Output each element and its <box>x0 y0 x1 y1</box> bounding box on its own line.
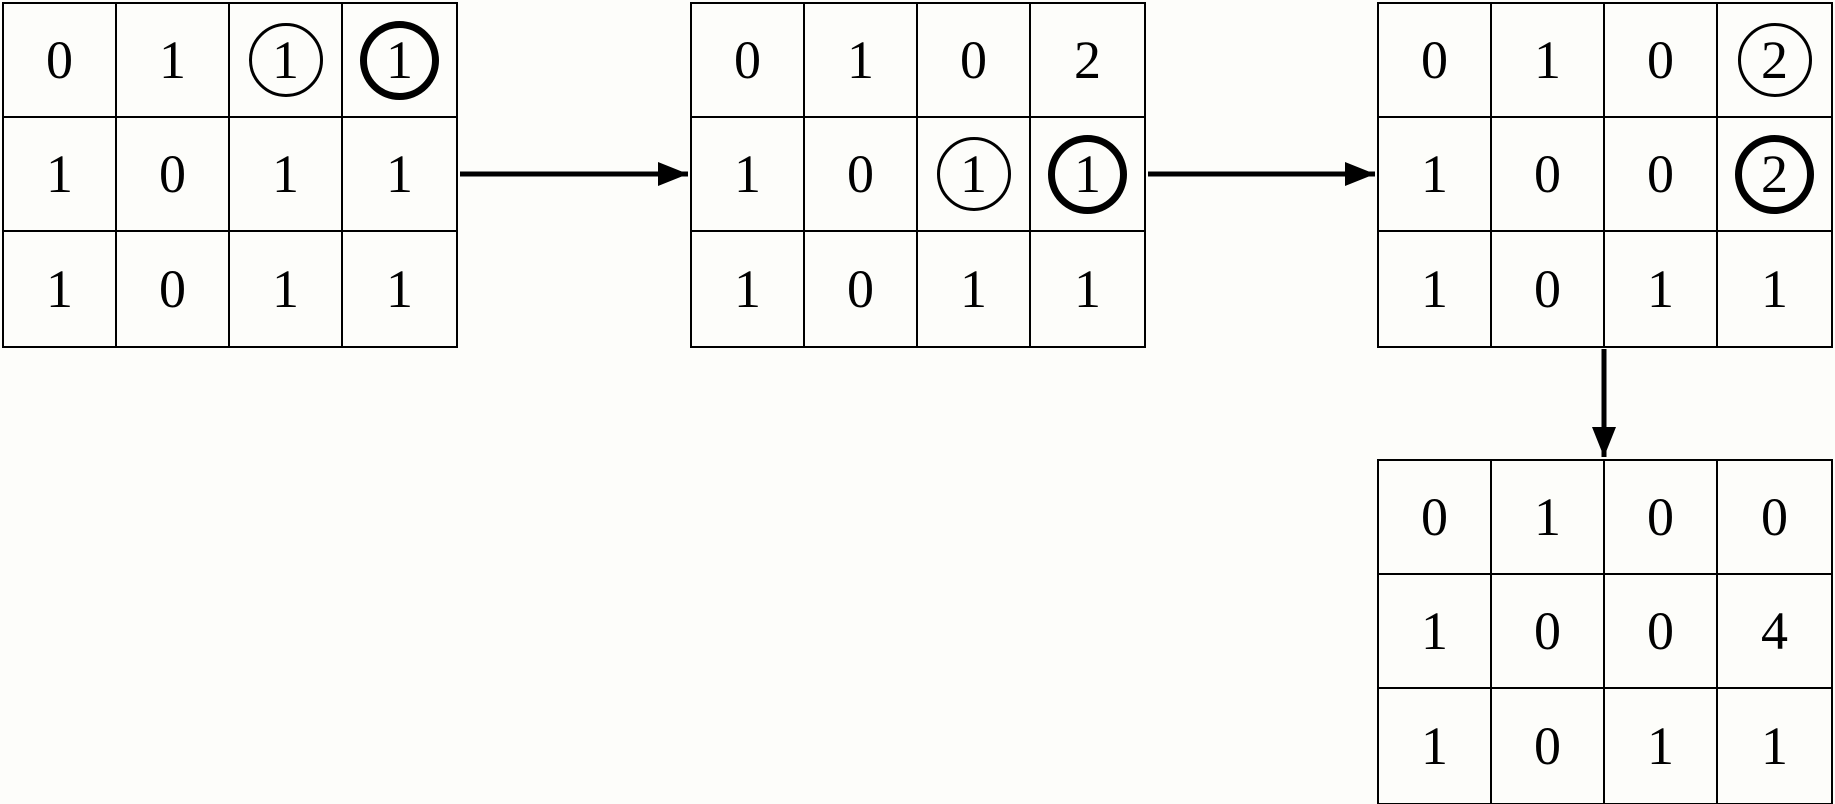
cell-step-3-r0c1: 1 <box>1492 4 1605 118</box>
cell-step-2-r0c1: 1 <box>805 4 918 118</box>
cell-step-1-r0c1: 1 <box>117 4 230 118</box>
thin-circle-icon: 1 <box>248 23 323 97</box>
cell-step-1-r1c2: 1 <box>230 118 343 232</box>
bold-circle-icon: 2 <box>1735 134 1814 214</box>
cell-step-2-r1c3: 1 <box>1031 118 1144 232</box>
cell-step-1-r2c2: 1 <box>230 232 343 346</box>
cell-step-2-r0c3: 2 <box>1031 4 1144 118</box>
cell-step-3-r2c3: 1 <box>1761 259 1788 319</box>
cell-step-3-r1c2: 0 <box>1605 118 1718 232</box>
cell-step-4-r0c0: 0 <box>1379 461 1492 575</box>
cell-step-3-r0c2: 0 <box>1605 4 1718 118</box>
cell-step-3-r2c1: 0 <box>1492 232 1605 346</box>
cell-step-1-r1c0: 1 <box>4 118 117 232</box>
cell-step-2-r0c0: 0 <box>692 4 805 118</box>
cell-step-3-r0c3: 2 <box>1718 4 1831 118</box>
cell-step-2-r2c1: 0 <box>805 232 918 346</box>
cell-step-2-r2c3: 1 <box>1074 259 1101 319</box>
cell-step-1-r1c3: 1 <box>343 118 456 232</box>
cell-step-4-r0c2: 0 <box>1605 461 1718 575</box>
cell-step-1-r0c2: 1 <box>230 4 343 118</box>
cell-step-3-r2c0: 1 <box>1379 232 1492 346</box>
cell-step-2-r0c2: 0 <box>918 4 1031 118</box>
thin-circle-icon: 2 <box>1737 23 1812 97</box>
cell-step-4-r0c3: 0 <box>1718 461 1831 575</box>
cell-step-1-r2c3: 1 <box>386 259 413 319</box>
cell-step-2-r1c0: 1 <box>692 118 805 232</box>
cell-step-4-r1c0: 1 <box>1379 575 1492 689</box>
bold-circle-icon: 1 <box>1048 134 1127 214</box>
thin-circle-icon: 1 <box>936 137 1011 211</box>
cell-step-1-r1c1: 0 <box>117 118 230 232</box>
cell-step-4-r2c2: 1 <box>1605 689 1718 803</box>
cell-step-4-r1c3: 4 <box>1718 575 1831 689</box>
cell-step-4-r2c0: 1 <box>1379 689 1492 803</box>
cell-step-4-r1c1: 0 <box>1492 575 1605 689</box>
cell-step-1-r0c0: 0 <box>4 4 117 118</box>
cell-step-3-r0c0: 0 <box>1379 4 1492 118</box>
cell-step-3-r2c2: 1 <box>1605 232 1718 346</box>
cell-step-4-r2c1: 0 <box>1492 689 1605 803</box>
bold-circle-icon: 1 <box>360 20 439 100</box>
cell-step-2-r2c2: 1 <box>918 232 1031 346</box>
cell-step-4-r2c3: 1 <box>1761 716 1788 776</box>
cell-step-2-r2c0: 1 <box>692 232 805 346</box>
cell-step-2-r1c2: 1 <box>918 118 1031 232</box>
cell-step-2-r1c1: 0 <box>805 118 918 232</box>
cell-step-1-r0c3: 1 <box>343 4 456 118</box>
cell-step-1-r2c0: 1 <box>4 232 117 346</box>
cell-step-3-r1c3: 2 <box>1718 118 1831 232</box>
cell-step-1-r2c1: 0 <box>117 232 230 346</box>
cell-step-4-r0c1: 1 <box>1492 461 1605 575</box>
cell-step-4-r1c2: 0 <box>1605 575 1718 689</box>
cell-step-3-r1c0: 1 <box>1379 118 1492 232</box>
cell-step-3-r1c1: 0 <box>1492 118 1605 232</box>
